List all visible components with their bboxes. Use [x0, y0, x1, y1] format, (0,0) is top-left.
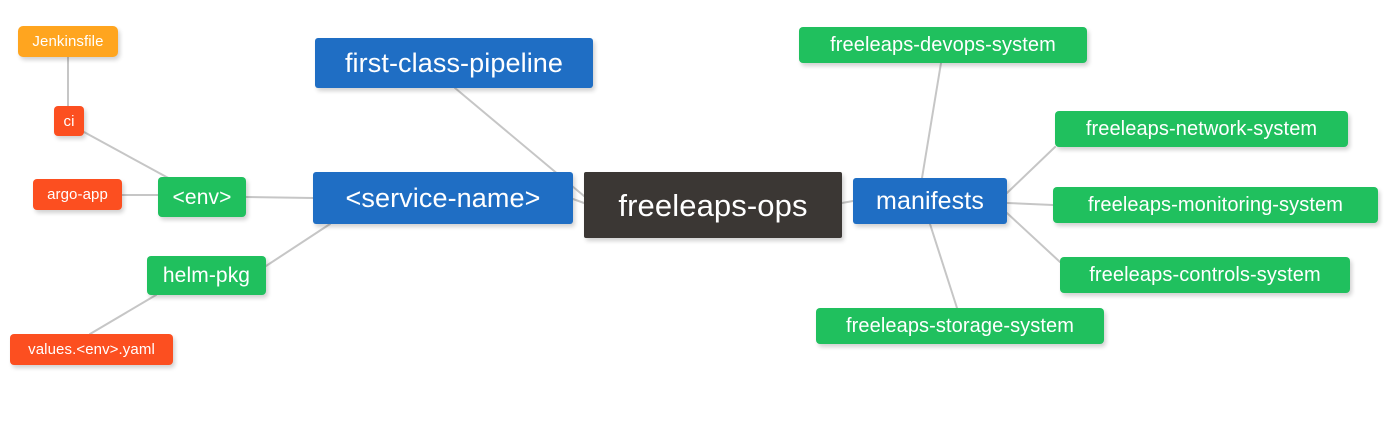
edge-manifests-to-freeleaps-controls-system	[1006, 212, 1061, 263]
mindmap-node-helm-pkg[interactable]: helm-pkg	[147, 256, 266, 295]
mindmap-node-manifests[interactable]: manifests	[853, 178, 1007, 224]
mindmap-node-values.<env>.yaml[interactable]: values.<env>.yaml	[10, 334, 173, 365]
edge-manifests-to-freeleaps-storage-system	[929, 223, 958, 309]
mindmap-node-Jenkinsfile[interactable]: Jenkinsfile	[18, 26, 118, 57]
mindmap-node-env[interactable]: <env>	[158, 177, 246, 217]
edge-service-name-to-env	[245, 196, 314, 199]
edge-manifests-to-freeleaps-devops-system	[921, 62, 942, 179]
mindmap-node-argo-app[interactable]: argo-app	[33, 179, 122, 210]
mindmap-node-freeleaps-controls-system[interactable]: freeleaps-controls-system	[1060, 257, 1350, 293]
edge-manifests-to-freeleaps-monitoring-system	[1006, 202, 1054, 206]
mindmap-node-first-class-pipeline[interactable]: first-class-pipeline	[315, 38, 593, 88]
edge-manifests-to-freeleaps-network-system	[1006, 146, 1056, 194]
mindmap-node-freeleaps-ops[interactable]: freeleaps-ops	[584, 172, 842, 238]
mindmap-node-service-name[interactable]: <service-name>	[313, 172, 573, 224]
mindmap-node-freeleaps-monitoring-system[interactable]: freeleaps-monitoring-system	[1053, 187, 1378, 223]
edge-env-to-ci	[83, 131, 173, 181]
edge-freeleaps-ops-to-manifests	[841, 200, 854, 204]
mindmap-node-freeleaps-network-system[interactable]: freeleaps-network-system	[1055, 111, 1348, 147]
mindmap-node-freeleaps-devops-system[interactable]: freeleaps-devops-system	[799, 27, 1087, 63]
mindmap-node-ci[interactable]: ci	[54, 106, 84, 136]
edge-helm-pkg-to-values.<env>.yaml	[89, 294, 157, 335]
edge-freeleaps-ops-to-service-name	[572, 198, 585, 204]
mindmap-node-freeleaps-storage-system[interactable]: freeleaps-storage-system	[816, 308, 1104, 344]
edge-service-name-to-helm-pkg	[265, 223, 331, 267]
